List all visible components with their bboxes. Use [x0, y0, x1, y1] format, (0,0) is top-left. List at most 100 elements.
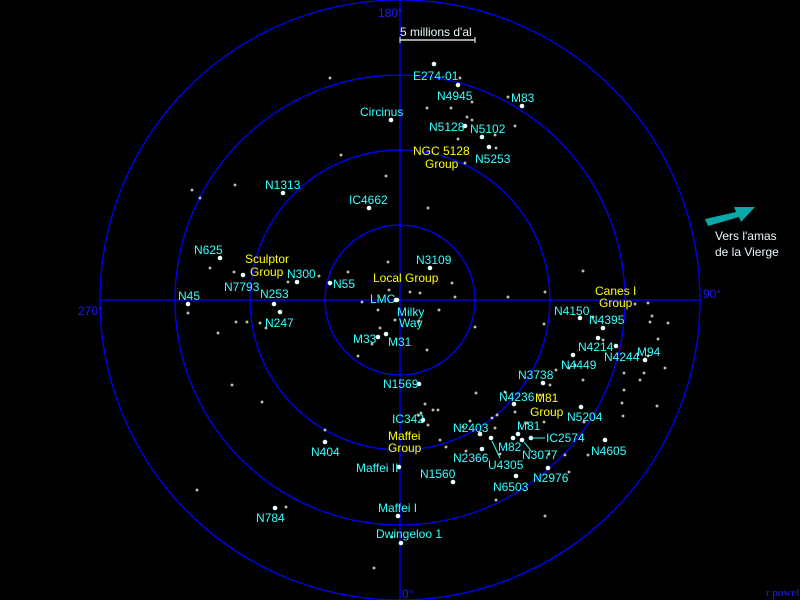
virgo-direction-arrow-icon [705, 207, 755, 226]
galaxy-dot[interactable] [393, 297, 399, 303]
background-galaxy-mark [498, 452, 502, 456]
galaxy-dot[interactable] [510, 435, 516, 441]
axis-label-bottom: 0° [402, 587, 414, 600]
background-galaxy-mark [186, 311, 190, 315]
background-galaxy-mark [458, 76, 462, 80]
galaxy-dot[interactable] [545, 465, 551, 471]
galaxy-dot[interactable] [595, 335, 601, 341]
background-galaxy-mark [372, 566, 376, 570]
galaxy-dot[interactable] [488, 435, 494, 441]
galaxy-dot[interactable] [217, 255, 223, 261]
background-galaxy-mark [494, 146, 498, 150]
galaxy-label: N2403 [453, 421, 489, 435]
galaxy-label: N2976 [533, 471, 569, 485]
galaxy-dot[interactable] [322, 439, 328, 445]
background-galaxy-mark [493, 133, 497, 137]
galaxy-label: N247 [265, 316, 294, 330]
galaxy-dot[interactable] [479, 446, 485, 452]
galaxy-dot[interactable] [366, 205, 372, 211]
galaxy-dot[interactable] [578, 404, 584, 410]
galaxy-label: N4244 [604, 350, 640, 364]
background-galaxy-mark [463, 161, 467, 165]
galaxy-label: N3109 [416, 253, 452, 267]
background-galaxy-mark [450, 281, 454, 285]
galaxy-dot[interactable] [450, 479, 456, 485]
background-galaxy-mark [663, 366, 667, 370]
galaxy-dot[interactable] [388, 117, 394, 123]
galaxy-label: N55 [333, 277, 355, 291]
background-galaxy-mark [431, 408, 435, 412]
galaxy-dot[interactable] [519, 437, 525, 443]
galaxy-dot[interactable] [416, 381, 422, 387]
galaxy-dot[interactable] [602, 437, 608, 443]
galaxy-dot[interactable] [515, 431, 521, 437]
background-galaxy-mark [198, 196, 202, 200]
galaxy-dot[interactable] [398, 540, 404, 546]
background-galaxy-mark [468, 419, 472, 423]
galaxy-dot[interactable] [294, 279, 300, 285]
background-galaxy-mark [453, 295, 457, 299]
galaxy-dot[interactable] [519, 103, 525, 109]
galaxy-dot[interactable] [420, 417, 426, 423]
background-galaxy-mark [622, 388, 626, 392]
background-galaxy-mark [503, 390, 507, 394]
galaxy-dot[interactable] [272, 505, 278, 511]
background-galaxy-mark [573, 363, 577, 367]
galaxy-dot[interactable] [642, 357, 648, 363]
galaxy-label: M31 [388, 335, 412, 349]
background-galaxy-mark [423, 402, 427, 406]
background-galaxy-mark [474, 391, 478, 395]
axis-label-left: 270° [78, 304, 103, 318]
galaxy-label: Circinus [360, 105, 403, 119]
galaxy-dot[interactable] [455, 82, 461, 88]
galaxy-dot[interactable] [431, 61, 437, 67]
background-galaxy-mark [387, 288, 391, 292]
background-galaxy-mark [234, 320, 238, 324]
background-galaxy-mark [245, 320, 249, 324]
galaxy-dot[interactable] [395, 513, 401, 519]
axis-label-top: 180° [378, 6, 403, 20]
galaxy-dot[interactable] [185, 301, 191, 307]
group-label: Local Group [373, 271, 439, 285]
galaxy-dot[interactable] [613, 343, 619, 349]
galaxy-label: N1560 [420, 467, 456, 481]
galaxy-dot[interactable] [511, 401, 517, 407]
background-galaxy-mark [264, 326, 268, 330]
galaxy-dot[interactable] [280, 190, 286, 196]
galaxy-dot[interactable] [540, 380, 546, 386]
galaxy-dot[interactable] [513, 473, 519, 479]
galaxy-dot[interactable] [477, 431, 483, 437]
background-galaxy-mark [581, 378, 585, 382]
background-galaxy-mark [563, 453, 567, 457]
galaxy-label: N4236 [499, 390, 535, 404]
background-galaxy-mark [542, 420, 546, 424]
galaxy-dot[interactable] [396, 464, 402, 470]
galaxy-dot[interactable] [240, 272, 246, 278]
galaxy-label: Dwingeloo 1 [376, 527, 442, 541]
background-galaxy-mark [232, 270, 236, 274]
background-galaxy-mark [656, 337, 660, 341]
background-galaxy-mark [286, 280, 290, 284]
background-galaxy-mark [456, 137, 460, 141]
galaxy-dot[interactable] [600, 325, 606, 331]
galaxy-dot[interactable] [570, 352, 576, 358]
galaxy-label: N5253 [475, 152, 511, 166]
galaxy-dot[interactable] [375, 334, 381, 340]
background-galaxy-mark [646, 354, 650, 358]
galaxy-dot[interactable] [277, 309, 283, 315]
background-galaxy-mark [538, 393, 542, 397]
galaxy-dot[interactable] [486, 144, 492, 150]
group-label: Group [530, 405, 564, 419]
background-galaxy-mark [449, 106, 453, 110]
galaxy-dot[interactable] [479, 134, 485, 140]
background-galaxy-mark [390, 535, 394, 539]
galaxy-dot[interactable] [271, 301, 277, 307]
galaxy-dot[interactable] [577, 315, 583, 321]
background-galaxy-mark [370, 342, 374, 346]
galaxy-dot[interactable] [383, 331, 389, 337]
galaxy-dot[interactable] [327, 280, 333, 286]
background-galaxy-mark [494, 498, 498, 502]
background-galaxy-mark [419, 411, 423, 415]
galaxy-dot[interactable] [427, 265, 433, 271]
galaxy-dot[interactable] [462, 123, 468, 129]
